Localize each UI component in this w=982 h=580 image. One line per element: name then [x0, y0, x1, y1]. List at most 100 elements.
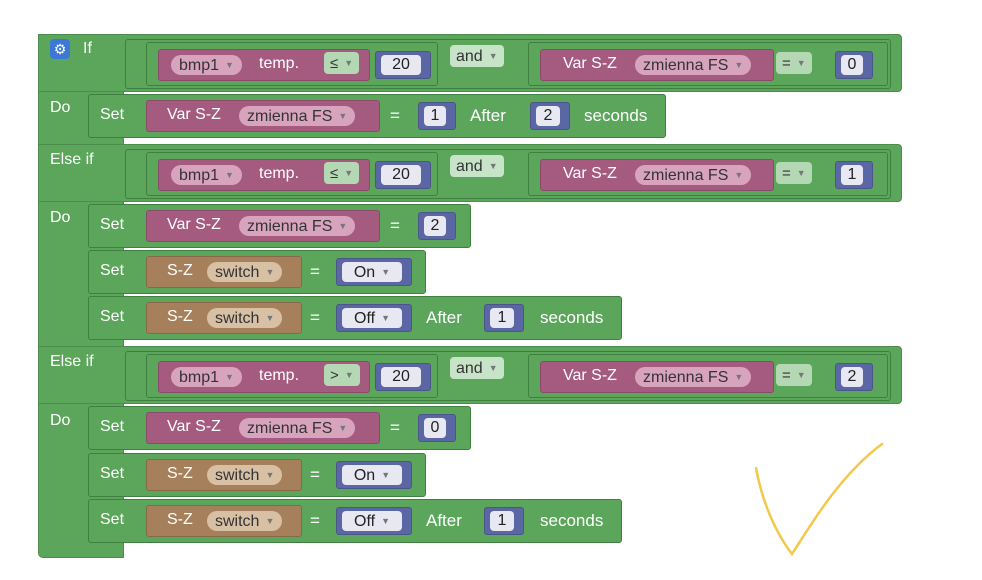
variable-name-dropdown[interactable]: zmienna FS▼ [635, 165, 752, 185]
switch-block[interactable]: S-Z switch▼ [146, 256, 302, 288]
equals-operator-dropdown[interactable]: =▼ [776, 52, 812, 74]
switch-block[interactable]: S-Z switch▼ [146, 505, 302, 537]
logic-operator-dropdown[interactable]: and▼ [450, 45, 504, 67]
var-value[interactable]: 0 [841, 55, 863, 75]
var-value-block[interactable]: 2 [835, 363, 873, 391]
sensor-device-dropdown[interactable]: bmp1▼ [171, 367, 242, 387]
set-value-block[interactable]: 1 [418, 102, 456, 130]
sensor-device-dropdown[interactable]: bmp1▼ [171, 55, 242, 75]
temp-value[interactable]: 20 [381, 165, 421, 185]
state-dropdown[interactable]: Off▼ [342, 511, 402, 531]
seconds-label: seconds [584, 106, 648, 125]
variable-group: Var S-Z [563, 165, 617, 182]
set-keyword: Set [100, 511, 125, 528]
equals-sign: = [310, 465, 320, 484]
variable-name-dropdown[interactable]: zmienna FS▼ [239, 216, 356, 236]
comparison-operator-dropdown[interactable]: >▼ [324, 364, 360, 386]
delay-value[interactable]: 1 [490, 511, 514, 531]
temp-value[interactable]: 20 [381, 367, 421, 387]
do-keyword-2: Do [50, 209, 71, 226]
var-value[interactable]: 2 [841, 367, 863, 387]
comparison-operator-dropdown[interactable]: ≤▼ [324, 162, 360, 184]
do-keyword-3: Do [50, 412, 71, 429]
logic-operator-dropdown[interactable]: and▼ [450, 357, 504, 379]
switch-group: S-Z [167, 465, 193, 482]
sensor-property: temp. [259, 55, 300, 72]
switch-name-dropdown[interactable]: switch▼ [207, 465, 283, 485]
set-value[interactable]: 1 [424, 106, 446, 126]
variable-name-dropdown[interactable]: zmienna FS▼ [635, 367, 752, 387]
delay-value[interactable]: 1 [490, 308, 514, 328]
set-keyword: Set [100, 216, 125, 233]
switch-group: S-Z [167, 308, 193, 325]
variable-group: Var S-Z [167, 216, 221, 233]
variable-group: Var S-Z [563, 367, 617, 384]
after-label: After [426, 511, 462, 530]
delay-value[interactable]: 2 [536, 106, 560, 126]
switch-name-dropdown[interactable]: switch▼ [207, 308, 283, 328]
state-value-block[interactable]: Off▼ [336, 507, 412, 535]
variable-name-dropdown[interactable]: zmienna FS▼ [239, 418, 356, 438]
sensor-device-dropdown[interactable]: bmp1▼ [171, 165, 242, 185]
seconds-label: seconds [540, 308, 604, 327]
variable-name-dropdown[interactable]: zmienna FS▼ [635, 55, 752, 75]
equals-operator-dropdown[interactable]: =▼ [776, 364, 812, 386]
set-keyword: Set [100, 106, 125, 123]
variable-group: Var S-Z [563, 55, 617, 72]
set-value[interactable]: 2 [424, 216, 446, 236]
switch-group: S-Z [167, 511, 193, 528]
after-label: After [470, 106, 506, 125]
switch-name-dropdown[interactable]: switch▼ [207, 262, 283, 282]
variable-block[interactable]: Var S-Z zmienna FS▼ [540, 49, 774, 81]
delay-value-block[interactable]: 1 [484, 507, 524, 535]
switch-name-dropdown[interactable]: switch▼ [207, 511, 283, 531]
var-value[interactable]: 1 [841, 165, 863, 185]
set-keyword: Set [100, 418, 125, 435]
variable-block[interactable]: Var S-Z zmienna FS▼ [540, 159, 774, 191]
switch-block[interactable]: S-Z switch▼ [146, 459, 302, 491]
variable-block[interactable]: Var S-Z zmienna FS▼ [146, 412, 380, 444]
if-keyword: If [83, 40, 92, 57]
temp-value[interactable]: 20 [381, 55, 421, 75]
equals-sign: = [310, 511, 320, 530]
variable-group: Var S-Z [167, 106, 221, 123]
switch-group: S-Z [167, 262, 193, 279]
state-value-block[interactable]: On▼ [336, 258, 412, 286]
equals-sign: = [390, 106, 400, 125]
equals-sign: = [390, 418, 400, 437]
delay-value-block[interactable]: 1 [484, 304, 524, 332]
delay-value-block[interactable]: 2 [530, 102, 570, 130]
logic-operator-dropdown[interactable]: and▼ [450, 155, 504, 177]
sensor-property: temp. [259, 367, 300, 384]
set-value-block[interactable]: 2 [418, 212, 456, 240]
variable-block[interactable]: Var S-Z zmienna FS▼ [540, 361, 774, 393]
var-value-block[interactable]: 1 [835, 161, 873, 189]
state-dropdown[interactable]: On▼ [342, 465, 402, 485]
state-value-block[interactable]: Off▼ [336, 304, 412, 332]
variable-block[interactable]: Var S-Z zmienna FS▼ [146, 100, 380, 132]
else-if-2-keyword: Else if [50, 353, 94, 370]
temp-value-block[interactable]: 20 [375, 363, 431, 391]
set-value-block[interactable]: 0 [418, 414, 456, 442]
state-dropdown[interactable]: Off▼ [342, 308, 402, 328]
set-keyword: Set [100, 262, 125, 279]
variable-group: Var S-Z [167, 418, 221, 435]
else-if-1-keyword: Else if [50, 151, 94, 168]
temp-value-block[interactable]: 20 [375, 161, 431, 189]
var-value-block[interactable]: 0 [835, 51, 873, 79]
variable-block[interactable]: Var S-Z zmienna FS▼ [146, 210, 380, 242]
equals-sign: = [390, 216, 400, 235]
comparison-operator-dropdown[interactable]: ≤▼ [324, 52, 360, 74]
gear-icon[interactable]: ⚙ [50, 39, 70, 59]
equals-operator-dropdown[interactable]: =▼ [776, 162, 812, 184]
state-dropdown[interactable]: On▼ [342, 262, 402, 282]
variable-name-dropdown[interactable]: zmienna FS▼ [239, 106, 356, 126]
set-value[interactable]: 0 [424, 418, 446, 438]
state-value-block[interactable]: On▼ [336, 461, 412, 489]
equals-sign: = [310, 262, 320, 281]
checkmark-icon [754, 442, 884, 557]
set-keyword: Set [100, 465, 125, 482]
equals-sign: = [310, 308, 320, 327]
switch-block[interactable]: S-Z switch▼ [146, 302, 302, 334]
temp-value-block[interactable]: 20 [375, 51, 431, 79]
